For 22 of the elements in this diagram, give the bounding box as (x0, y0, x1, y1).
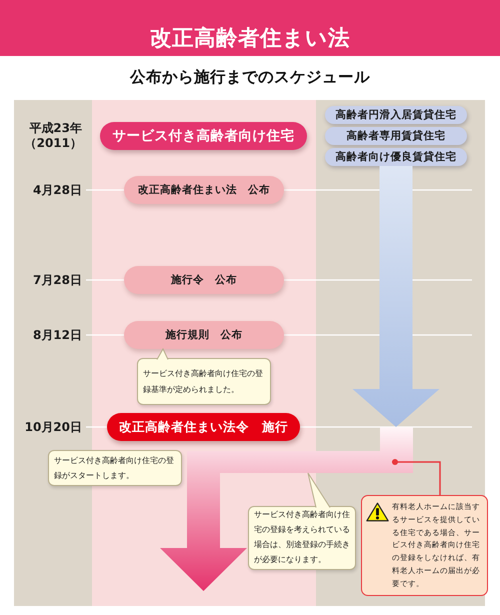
date-label: 7月28日 (32, 273, 82, 288)
subtitle: 公布から施行までのスケジュール (130, 68, 370, 87)
event-pill: 施行令 公布 (124, 266, 284, 294)
housing-type-pill: 高齢者専用賃貸住宅 (325, 127, 467, 145)
date-label: 4月28日 (32, 183, 82, 198)
title: 改正高齢者住まい法 (150, 26, 350, 51)
housing-type-pill: 高齢者向け優良賃貸住宅 (325, 148, 467, 166)
event-pill: 施行規則 公布 (124, 321, 284, 349)
event-pill: 改正高齢者住まい法令 施行 (107, 413, 300, 441)
leader-line (392, 459, 441, 495)
date-label: 8月12日 (32, 328, 82, 343)
date-label: 平成23年（2011） (24, 121, 82, 151)
warning-callout (361, 495, 488, 596)
speech-bubble: サービス付き高齢者向け住宅の登録がスタートします。 (48, 450, 182, 486)
speech-bubble: サービス付き高齢者向け住宅の登録基準が定められました。 (137, 358, 271, 405)
callout-tail (308, 472, 330, 508)
date-label: 10月20日 (24, 420, 82, 435)
housing-type-pill: 高齢者円滑入居賃貸住宅 (325, 106, 467, 124)
arrow (352, 166, 440, 427)
callout-tail (156, 348, 168, 360)
category-pill: サービス付き高齢者向け住宅 (100, 122, 307, 150)
event-pill: 改正高齢者住まい法 公布 (124, 176, 284, 204)
